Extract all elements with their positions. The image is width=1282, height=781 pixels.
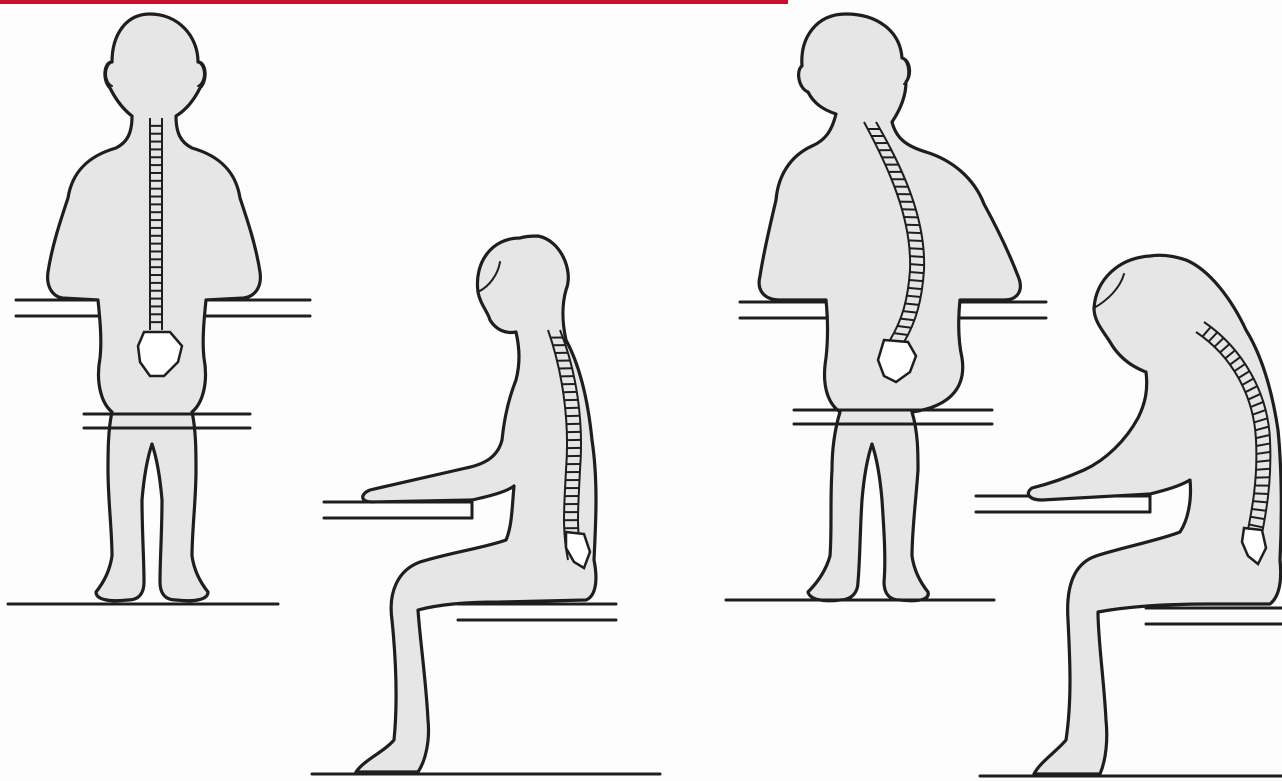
vertebra — [909, 240, 923, 241]
vertebra — [905, 303, 919, 304]
vertebra — [909, 248, 923, 249]
vertebra — [910, 264, 924, 265]
vertebra — [910, 256, 924, 257]
vertebra — [907, 296, 921, 297]
child-body-side — [356, 236, 596, 772]
vertebra — [907, 232, 921, 233]
figure-correct-posture-back-view — [8, 14, 310, 604]
vertebra — [1256, 469, 1270, 470]
child-body-side-slouched — [1028, 255, 1281, 774]
vertebra — [1253, 501, 1267, 502]
desk-surface — [324, 502, 472, 518]
figure-incorrect-posture-side-view — [976, 255, 1282, 776]
vertebra — [910, 272, 924, 273]
seat-surface — [1146, 608, 1282, 624]
figure-correct-posture-side-view — [312, 236, 660, 774]
seat-surface — [458, 604, 616, 620]
vertebra — [908, 288, 922, 289]
vertebra — [1254, 493, 1268, 494]
vertebra — [909, 280, 923, 281]
